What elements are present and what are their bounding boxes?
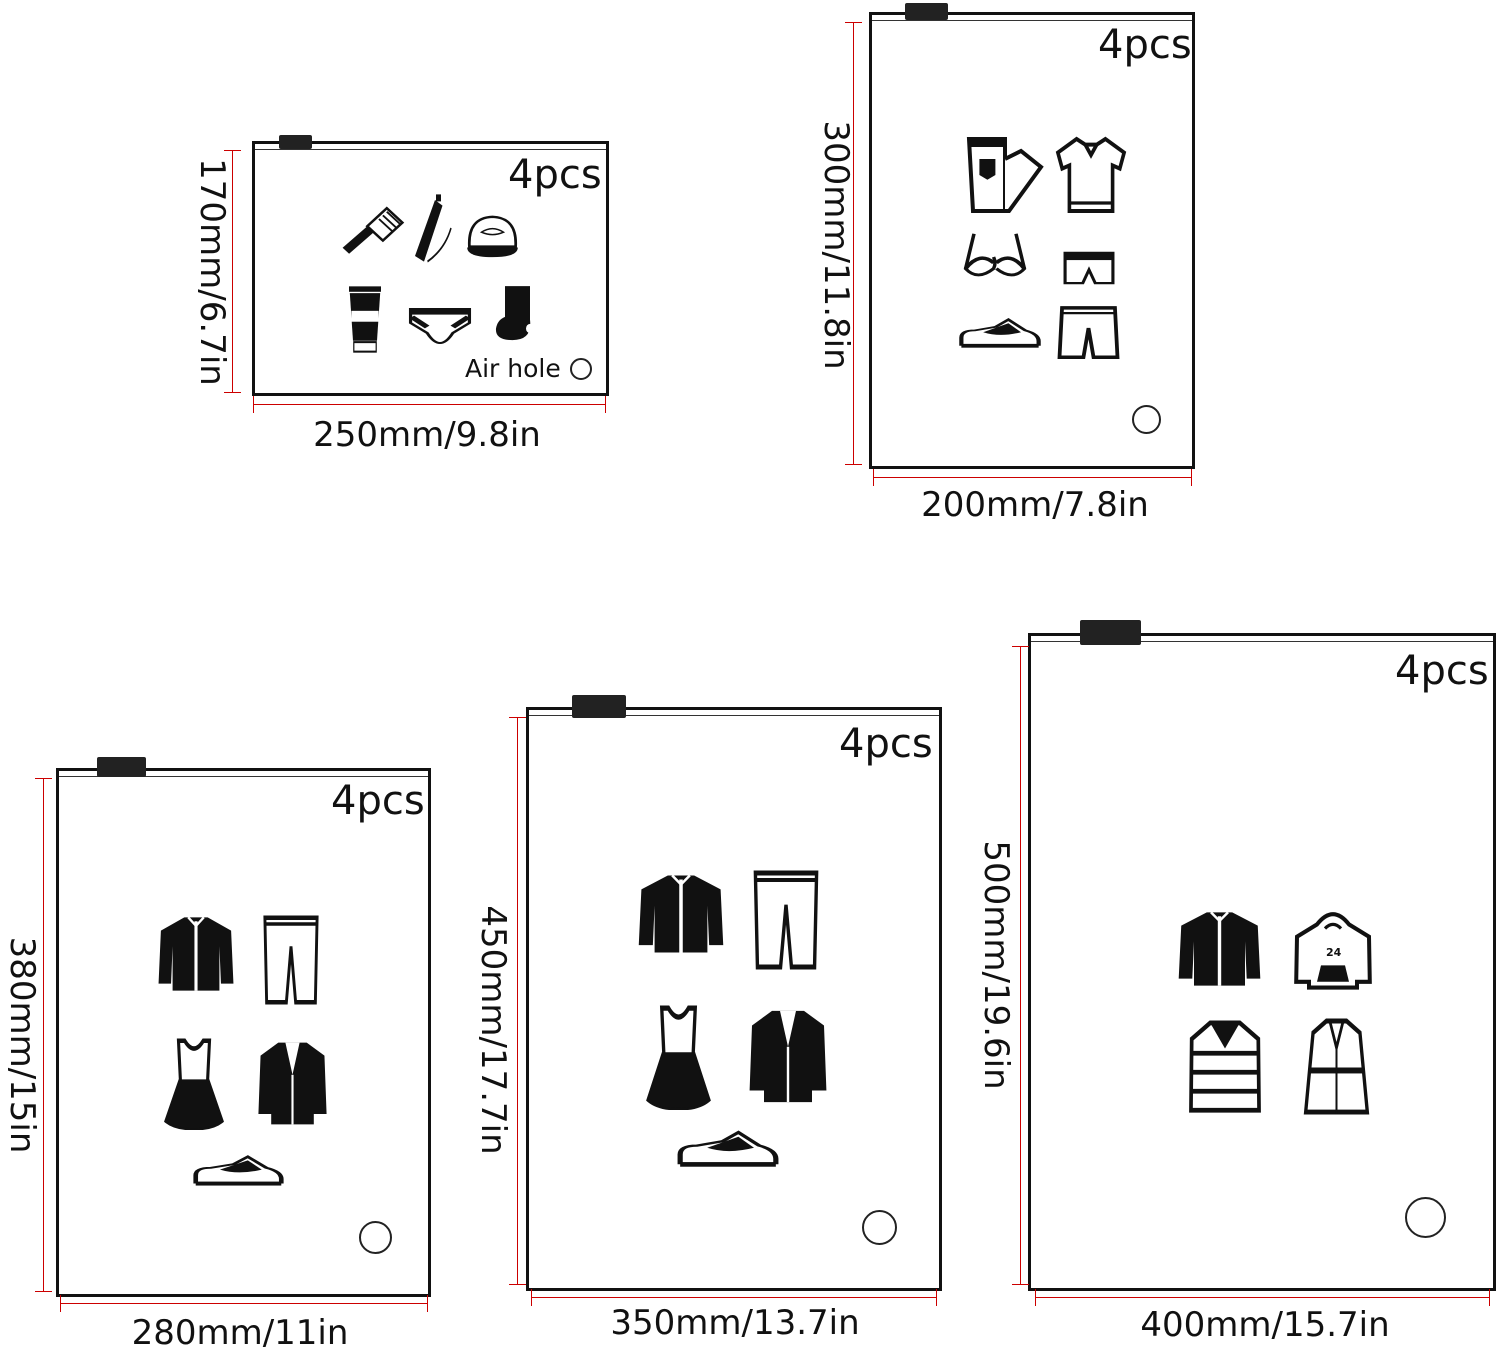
height-label: 170mm/6.7in — [192, 158, 232, 386]
dress-icon — [163, 1038, 225, 1130]
air-hole-icon — [1132, 405, 1161, 434]
zipper-slider — [97, 757, 146, 777]
bra-icon — [960, 228, 1030, 286]
height-label: 500mm/19.6in — [976, 840, 1016, 1090]
height-dimension-line — [845, 22, 862, 465]
sneaker-icon — [958, 316, 1042, 352]
sneaker-icon — [676, 1128, 780, 1172]
coat-icon — [1303, 1018, 1370, 1117]
jacket-icon — [1177, 910, 1262, 988]
quantity-label: 4pcs — [839, 721, 933, 767]
quantity-label: 4pcs — [1098, 22, 1192, 68]
shirt-icon — [157, 915, 235, 993]
lotion-icon — [345, 285, 385, 353]
shorts-icon — [1057, 305, 1120, 363]
zipper-line — [255, 149, 606, 150]
zipper-line — [872, 20, 1192, 21]
height-dimension-line — [1012, 646, 1029, 1285]
width-label: 280mm/11in — [131, 1313, 349, 1353]
zipper-slider — [279, 135, 312, 149]
air-hole-icon — [862, 1210, 897, 1245]
zipper-slider — [572, 695, 626, 718]
height-dimension-line — [509, 717, 526, 1285]
dress-icon — [645, 1005, 712, 1110]
cap-icon — [465, 213, 520, 261]
width-label: 400mm/15.7in — [1140, 1305, 1390, 1345]
comb-icon — [340, 195, 405, 255]
width-label: 200mm/7.8in — [921, 485, 1149, 525]
blazer-icon — [748, 1008, 828, 1105]
height-label: 380mm/15in — [2, 936, 42, 1154]
height-label: 300mm/11.8in — [816, 120, 856, 370]
air-hole-icon — [570, 358, 592, 380]
height-label: 450mm/17.7in — [473, 905, 513, 1155]
width-dimension-line — [60, 1295, 428, 1312]
pants-icon — [262, 915, 320, 1005]
zipper-line — [59, 776, 428, 777]
air-hole-label: Air hole — [465, 354, 561, 383]
bag-xxlarge-400x500 — [1028, 633, 1496, 1291]
briefs-icon — [408, 305, 472, 345]
shirt-icon — [637, 873, 725, 955]
height-dimension-line — [35, 778, 52, 1292]
width-label: 350mm/13.7in — [610, 1303, 860, 1343]
bag-medium-200x300 — [869, 12, 1195, 469]
width-dimension-line — [253, 396, 606, 413]
height-dimension-line — [224, 150, 241, 393]
width-dimension-line — [1035, 1289, 1490, 1306]
zipper-line — [1031, 641, 1493, 642]
bag-xlarge-350x450 — [526, 707, 942, 1291]
width-dimension-line — [873, 469, 1192, 486]
socks-icon — [490, 285, 540, 343]
boxer-icon — [1063, 250, 1115, 286]
zipper-slider — [1080, 620, 1141, 645]
air-hole-icon — [359, 1221, 392, 1254]
pants-icon — [752, 870, 820, 970]
blazer-icon — [257, 1040, 328, 1127]
quantity-label: 4pcs — [331, 778, 425, 824]
width-dimension-line — [531, 1289, 937, 1306]
hoodie-number: 24 — [1326, 946, 1342, 959]
quantity-label: 4pcs — [1395, 648, 1489, 694]
zipper-slider — [905, 3, 948, 20]
bag-large-280x380 — [56, 768, 431, 1297]
quantity-label: 4pcs — [508, 152, 602, 198]
hoodie-icon — [1293, 908, 1373, 990]
air-hole-icon — [1405, 1197, 1446, 1238]
sneaker-icon — [192, 1153, 285, 1190]
bag-small-250x170 — [252, 141, 609, 396]
jeans-icon — [965, 135, 1045, 215]
puffer-jacket-icon — [1188, 1020, 1262, 1115]
zipper-line — [529, 715, 939, 716]
toothpaste-icon — [405, 193, 455, 263]
polo-shirt-icon — [1055, 135, 1127, 215]
width-label: 250mm/9.8in — [313, 415, 541, 455]
